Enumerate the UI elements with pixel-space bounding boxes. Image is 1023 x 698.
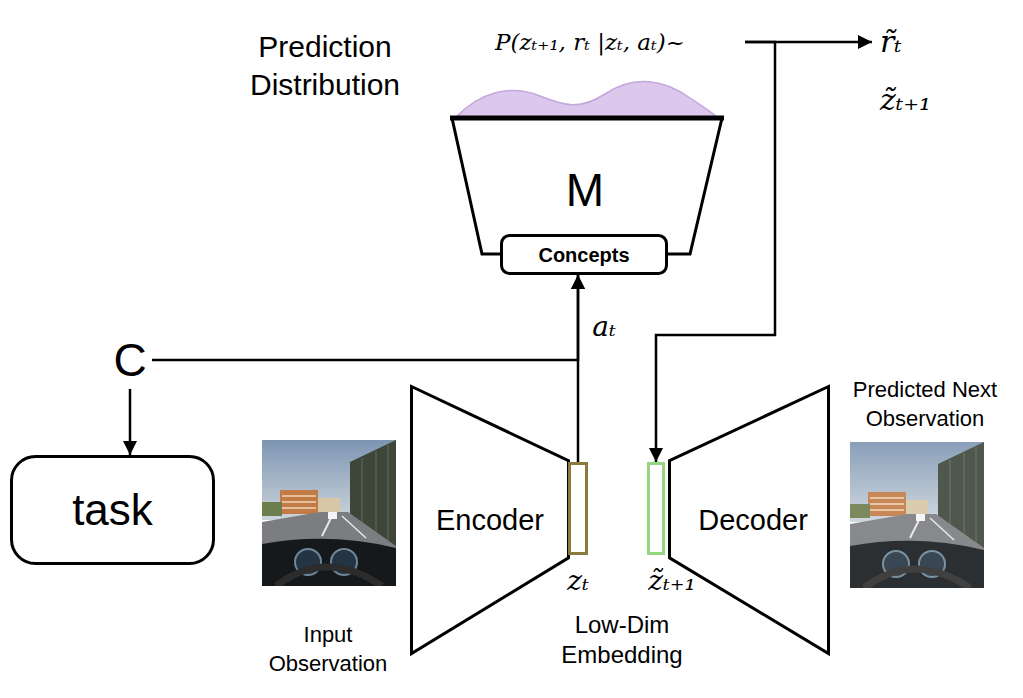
predicted-latent-box-rect bbox=[649, 464, 664, 554]
model-trapezoid bbox=[452, 118, 722, 254]
latent-box-rect bbox=[570, 464, 587, 554]
latent-box-outline bbox=[568, 462, 588, 555]
latent-label: zₜ bbox=[567, 564, 589, 597]
task-box: task bbox=[10, 455, 215, 565]
decoder-label: Decoder bbox=[698, 504, 808, 537]
embedding-caption: Low-Dim Embedding bbox=[542, 610, 702, 670]
encoder-label: Encoder bbox=[436, 504, 544, 537]
model-name: M bbox=[566, 163, 604, 217]
annotation-label: Prediction Distribution bbox=[210, 28, 440, 103]
model-block: P(zₜ₊₁, rₜ |zₜ, aₜ)~ M Concepts bbox=[440, 22, 745, 278]
output-label: r̃ₜ bbox=[880, 25, 902, 60]
decoder-block: Decoder bbox=[668, 385, 830, 655]
distribution-curve bbox=[455, 82, 718, 118]
task-label: task bbox=[72, 485, 153, 535]
image-caption: Predicted Next Observation bbox=[836, 376, 1014, 433]
driving-scene bbox=[262, 440, 396, 586]
encoder-block-trapezoid bbox=[412, 387, 569, 654]
predicted-latent-box-outline bbox=[647, 462, 665, 555]
concepts-box: Concepts bbox=[500, 234, 668, 275]
driving-scene bbox=[850, 442, 984, 588]
predicted-observation-image bbox=[850, 442, 984, 588]
formula-text: P(zₜ₊₁, rₜ |zₜ, aₜ)~ bbox=[495, 29, 685, 55]
controller-label: C bbox=[113, 333, 146, 387]
concepts-label: Concepts bbox=[538, 243, 629, 266]
image-caption: Input Observation bbox=[253, 621, 403, 678]
flow-arrow bbox=[129, 389, 132, 455]
concepts-box-rect bbox=[502, 236, 667, 274]
predicted-latent-box: z̃ₜ₊₁ bbox=[647, 462, 665, 555]
task-box-rect bbox=[12, 457, 214, 564]
latent-box: zₜ bbox=[568, 462, 588, 555]
input-observation-image bbox=[262, 440, 396, 586]
output-label: z̃ₜ₊₁ bbox=[880, 83, 931, 118]
encoder-block: Encoder bbox=[410, 385, 570, 655]
edge-label: aₜ bbox=[590, 310, 618, 343]
model-top-edge bbox=[450, 116, 724, 121]
controller-node: C bbox=[108, 331, 152, 389]
decoder-block-trapezoid bbox=[670, 387, 829, 654]
flow-arrow bbox=[152, 275, 578, 360]
